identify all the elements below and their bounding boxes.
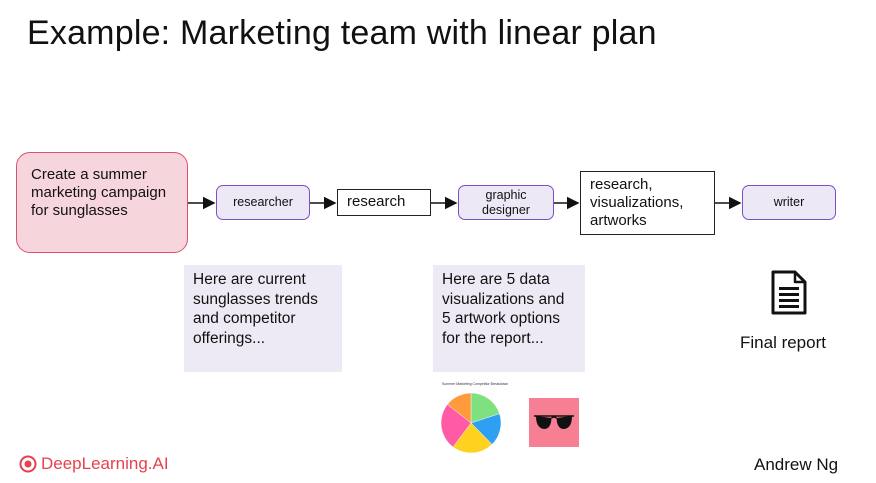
agent-graphic-designer: graphic designer [458, 185, 554, 220]
designer-output-note: Here are 5 data visualizations and 5 art… [433, 265, 585, 372]
artifact-research-visuals-artworks: research, visualizations, artworks [580, 171, 715, 235]
artifact-research: research [337, 189, 431, 216]
researcher-output-note: Here are current sunglasses trends and c… [184, 265, 342, 372]
agent-researcher: researcher [216, 185, 310, 220]
task-box: Create a summer marketing campaign for s… [16, 152, 188, 253]
agent-writer-label: writer [773, 195, 805, 209]
pie-thumbnail-title: Summer Marketing Competitor Breakdown [442, 382, 509, 386]
slide-title: Example: Marketing team with linear plan [27, 14, 657, 52]
sunglasses-icon [534, 415, 574, 429]
deeplearning-ai-logo: DeepLearning.AI [19, 454, 169, 474]
agent-writer: writer [742, 185, 836, 220]
deeplearning-logo-icon [19, 455, 37, 473]
brand-name: DeepLearning.AI [41, 454, 169, 473]
artifact-research-label: research [347, 193, 406, 210]
agent-researcher-label: researcher [233, 195, 293, 209]
agent-graphic-designer-label: graphic designer [482, 187, 530, 217]
document-icon [771, 270, 807, 315]
artifact-combined-label: research, visualizations, artworks [590, 176, 684, 229]
author-name: Andrew Ng [754, 455, 839, 474]
sunglasses-artwork-thumbnail [529, 398, 579, 447]
pie-chart-thumbnail [440, 392, 502, 454]
final-report-label: Final report [740, 333, 826, 352]
